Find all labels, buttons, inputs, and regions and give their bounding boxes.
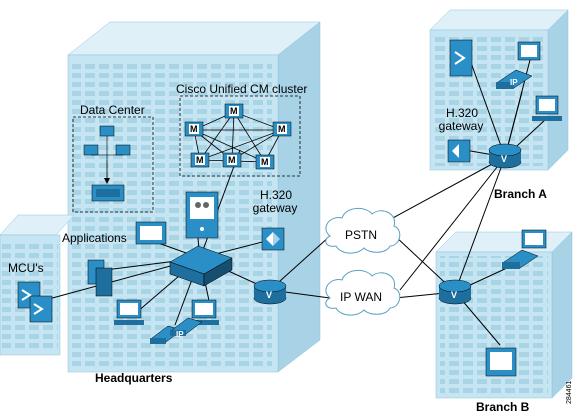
cm-glyph-5: M — [228, 155, 236, 165]
data-center-box — [72, 116, 154, 213]
callmanager-server-1 — [224, 103, 244, 119]
h320-hq-label-line1: H.320 — [259, 188, 293, 202]
ip-phone-branch-a-glyph: IP — [510, 78, 518, 87]
switch-icon — [169, 245, 233, 287]
ip-wan-label: IP WAN — [340, 290, 383, 304]
branch-b-label: Branch B — [476, 400, 530, 414]
headquarters-label: Headquarters — [95, 371, 173, 385]
hq-ip-phone-2-icon — [170, 317, 203, 336]
cm-glyph-1: M — [230, 106, 238, 116]
callmanager-server-4 — [190, 152, 210, 168]
callmanager-server-5 — [222, 152, 242, 168]
figure-id: 284461 — [566, 380, 573, 404]
branch-b-router-icon — [438, 279, 472, 305]
cluster-box — [179, 95, 301, 177]
cm-glyph-2: M — [190, 124, 198, 134]
branch-a-video-phone-icon — [517, 41, 541, 61]
applications-monitor-icon — [135, 221, 167, 245]
h320-hq-label-line2: gateway — [252, 201, 298, 215]
applications-server-icon — [87, 259, 113, 297]
branch-b-monitor-icon — [485, 347, 517, 377]
hq-pc-2-icon — [189, 299, 219, 325]
cm-glyph-3: M — [278, 124, 286, 134]
data-center-computers-icon — [83, 125, 131, 202]
mcus-label: MCU's — [8, 261, 44, 275]
h320-gateway-hq-icon — [261, 227, 285, 251]
applications-label: Applications — [62, 231, 127, 245]
data-center-label: Data Center — [80, 103, 145, 117]
headquarters-building — [0, 21, 321, 373]
cluster-label: Cisco Unified CM cluster — [176, 82, 308, 96]
cm-glyph-6: M — [261, 157, 269, 167]
branch-b-ip-phone-icon — [502, 249, 539, 269]
callmanager-server-6 — [255, 154, 275, 170]
branch-b-video-phone-icon — [521, 229, 547, 249]
ip-wan-cloud — [325, 270, 401, 316]
callmanager-server-3 — [272, 121, 292, 137]
branch-a-pc-icon — [532, 95, 562, 121]
h320-branch-label-line1: H.320 — [445, 106, 479, 120]
pstn-label: PSTN — [345, 228, 378, 242]
mcu-icon — [17, 281, 53, 323]
cm-glyph-4: M — [196, 155, 204, 165]
branch-a-mcu-icon — [449, 39, 473, 77]
video-endpoint-icon — [185, 191, 219, 239]
branch-a-ip-phone-icon — [496, 69, 533, 89]
h320-branch-label-line2: gateway — [438, 119, 484, 133]
branch-a-label: Branch A — [494, 187, 547, 201]
hq-pc-1-icon — [114, 299, 144, 325]
ip-phone-hq-glyph: IP — [176, 330, 184, 339]
branch-a-router-icon — [488, 143, 522, 169]
pstn-cloud — [325, 208, 401, 254]
branch-b-building — [435, 231, 573, 399]
callmanager-server-2 — [184, 121, 204, 137]
router-hq-icon — [253, 279, 287, 305]
router-branch-a-glyph: V — [501, 154, 508, 164]
branch-a-h320-gateway-icon — [447, 139, 471, 163]
router-branch-b-glyph: V — [451, 290, 458, 300]
router-hq-glyph: V — [266, 290, 273, 300]
